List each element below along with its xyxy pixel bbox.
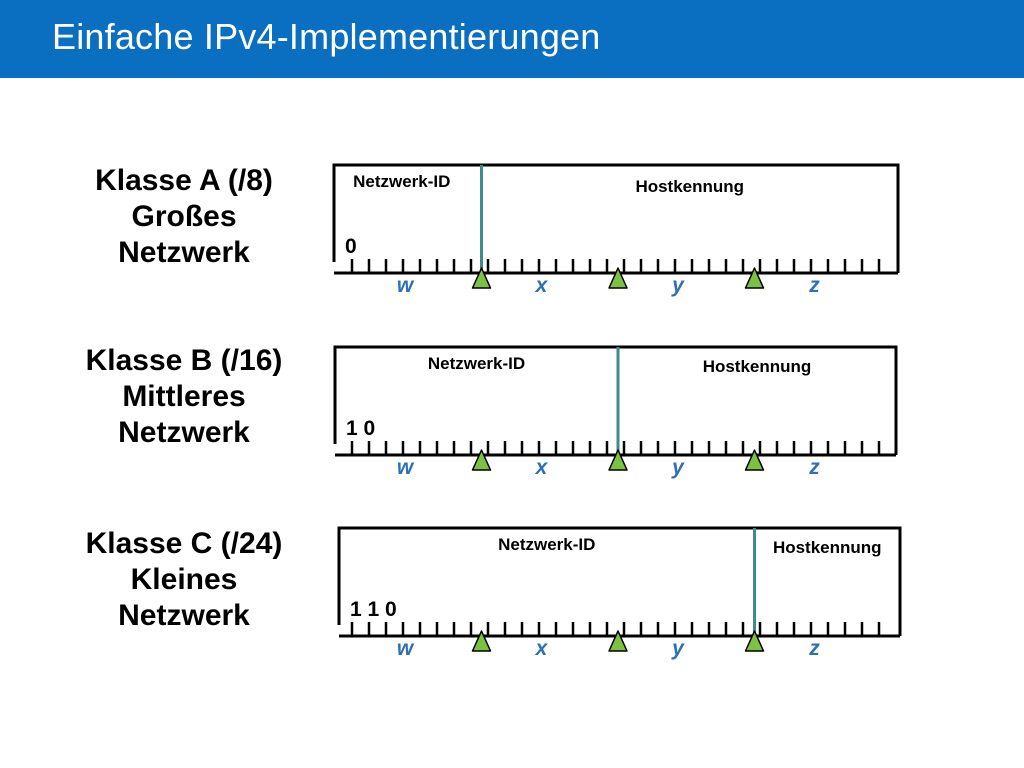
class-c-octet-letter-y: y — [671, 637, 685, 660]
class-c-octet-marker-2 — [608, 630, 628, 652]
class-a-octet-letter-y: y — [671, 274, 685, 297]
class-a-octet-letter-x: x — [535, 274, 549, 297]
class-b-bar-frame — [333, 345, 898, 455]
class-a-octet-marker-3 — [744, 267, 765, 289]
class-a-heading: Klasse A (/8) — [95, 164, 273, 197]
class-a-network-word: Netzwerk — [118, 236, 250, 269]
class-b-octet-letter-w: w — [397, 456, 415, 479]
class-b-size: Mittleres — [122, 380, 246, 413]
class-c-host-id-label: Hostkennung — [773, 538, 882, 557]
class-b-heading: Klasse B (/16) — [85, 344, 283, 377]
class-b-octet-marker-1 — [471, 449, 492, 471]
class-b-octet-letter-x: x — [535, 456, 549, 479]
class-b-octet-letter-z: z — [808, 456, 820, 479]
class-b-label: Klasse B (/16) Mittleres Netzwerk — [54, 343, 314, 451]
class-a-octet-letter-z: z — [808, 274, 820, 297]
class-c-label: Klasse C (/24) Kleines Netzwerk — [54, 526, 314, 634]
class-c-octet-marker-1 — [471, 630, 492, 652]
class-a-leading-bits: 0 — [345, 235, 357, 258]
class-b-octet-letter-y: y — [671, 456, 685, 479]
class-b-leading-bits: 1 0 — [346, 417, 375, 440]
class-a-network-id-label: Netzwerk-ID — [353, 172, 450, 191]
class-b-octet-marker-2 — [608, 449, 628, 471]
class-b-host-id-label: Hostkennung — [703, 357, 812, 376]
class-a-octet-marker-2 — [608, 267, 628, 289]
class-c-octet-letter-x: x — [535, 637, 549, 660]
class-b-network-id-label: Netzwerk-ID — [428, 354, 525, 373]
class-c-octet-letter-z: z — [808, 637, 820, 660]
slide-title: Einfache IPv4-Implementierungen — [52, 16, 601, 57]
class-c-size: Kleines — [130, 563, 238, 596]
class-c-leading-bits: 1 1 0 — [350, 598, 397, 621]
class-a-size: Großes — [131, 200, 237, 233]
class-c-network-word: Netzwerk — [118, 599, 250, 632]
class-b-network-word: Netzwerk — [118, 416, 250, 449]
class-a-octet-marker-1 — [471, 267, 492, 289]
class-a-bar-frame — [332, 163, 900, 273]
title-bar: Einfache IPv4-Implementierungen — [0, 0, 1024, 78]
class-c-bar-frame — [337, 526, 902, 636]
class-a-host-id-label: Hostkennung — [635, 177, 744, 196]
class-c-octet-marker-3 — [744, 630, 765, 652]
class-a-label: Klasse A (/8) Großes Netzwerk — [54, 163, 314, 271]
class-c-network-id-label: Netzwerk-ID — [498, 535, 595, 554]
class-c-heading: Klasse C (/24) — [85, 527, 283, 560]
class-c-octet-letter-w: w — [397, 637, 415, 660]
class-a-octet-letter-w: w — [397, 274, 415, 297]
class-b-octet-marker-3 — [744, 449, 765, 471]
